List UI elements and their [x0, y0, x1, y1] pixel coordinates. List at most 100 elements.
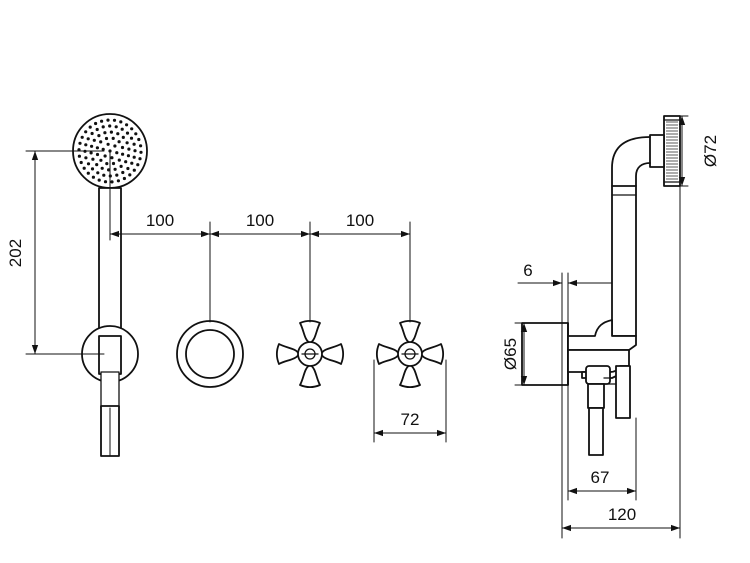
spray-nozzle [120, 127, 124, 131]
spray-nozzle [91, 175, 95, 179]
spray-nozzle [132, 142, 136, 146]
spray-nozzle [77, 148, 81, 152]
spray-nozzle [101, 147, 105, 151]
spray-nozzle [116, 179, 120, 183]
spray-nozzle [84, 156, 88, 160]
spray-nozzle [82, 166, 86, 170]
shower-neck [611, 136, 651, 337]
spray-nozzle [86, 137, 90, 141]
spray-nozzle [99, 158, 103, 162]
dimension-label: 100 [146, 211, 174, 230]
spray-nozzle [113, 144, 117, 148]
spray-nozzle [124, 160, 128, 164]
spray-nozzle [136, 163, 140, 167]
spray-nozzle [125, 141, 129, 145]
spray-nozzle [119, 164, 123, 168]
spray-nozzle [103, 180, 108, 184]
spray-nozzle [126, 166, 130, 171]
spray-nozzle [138, 157, 142, 161]
spray-nozzle [95, 152, 100, 157]
dimension-d65: Ø65 [501, 322, 535, 386]
dimension-depth: 67 120 [561, 185, 681, 539]
spray-nozzle [132, 168, 136, 172]
spray-nozzle [94, 121, 98, 126]
spray-nozzle [121, 135, 125, 139]
spray-nozzle [105, 162, 109, 166]
spray-nozzle [86, 171, 90, 175]
spray-nozzle [129, 136, 134, 140]
spray-nozzle [90, 167, 95, 171]
spray-nozzle [122, 176, 126, 181]
spray-nozzle [104, 136, 109, 141]
spray-nozzle [121, 170, 125, 175]
spray-nozzle [130, 127, 134, 131]
shower-head-side [649, 115, 681, 187]
spray-nozzle [99, 140, 103, 144]
spray-nozzle [103, 154, 107, 158]
spray-nozzle [119, 120, 123, 124]
spray-nozzle [121, 152, 125, 156]
dimension-label: 202 [6, 239, 25, 267]
spray-nozzle [139, 150, 143, 154]
spray-nozzle [80, 135, 84, 139]
spray-nozzle [109, 130, 113, 134]
spray-nozzle [117, 158, 121, 162]
dimension-label: Ø72 [701, 135, 720, 167]
spray-nozzle [108, 124, 112, 128]
spray-nozzle [132, 155, 136, 159]
spray-nozzle [111, 161, 116, 166]
spray-nozzle [115, 173, 119, 177]
wall-plate-side [521, 322, 569, 386]
spray-nozzle [95, 127, 99, 132]
spray-nozzle [107, 168, 111, 172]
spray-nozzle [125, 123, 129, 127]
dimension-label: 120 [608, 505, 636, 524]
spray-nozzle [139, 144, 143, 148]
spray-nozzle [125, 131, 130, 135]
spray-nozzle [115, 151, 119, 155]
spray-nozzle [110, 156, 114, 160]
spray-nozzle [111, 136, 115, 140]
spray-nozzle [92, 138, 96, 142]
spray-nozzle [97, 134, 101, 138]
mixer-body-side [567, 319, 637, 456]
spray-nozzle [90, 144, 94, 148]
spray-nozzle [77, 154, 81, 158]
spray-nozzle [116, 132, 120, 136]
spray-nozzle [78, 141, 82, 145]
wall-bracket [81, 325, 139, 409]
spray-nozzle [106, 118, 110, 122]
dimension-label: 72 [401, 410, 420, 429]
spray-nozzle [86, 162, 91, 166]
spray-nozzle [113, 167, 117, 171]
spray-nozzle [84, 143, 88, 147]
spray-nozzle [120, 145, 125, 150]
center-lines [109, 150, 411, 323]
spray-nozzle [133, 149, 137, 153]
spray-nozzle [103, 131, 107, 135]
spray-nozzle [100, 166, 104, 170]
dimension-label: Ø65 [501, 338, 520, 370]
spray-nozzle [96, 171, 100, 175]
spray-nozzle [114, 125, 118, 129]
spray-nozzle [127, 147, 131, 151]
spray-nozzle [89, 151, 93, 155]
cross-handle-right [375, 319, 445, 389]
spray-nozzle [130, 161, 134, 165]
spray-nozzle [100, 119, 104, 123]
diverter-knob [176, 320, 244, 388]
dimension-d72: Ø72 [671, 115, 720, 187]
spray-nozzle [110, 180, 114, 184]
spray-nozzle [112, 118, 117, 122]
spray-nozzle [128, 173, 132, 177]
dimension-label: 100 [346, 211, 374, 230]
spray-nozzle [91, 157, 95, 161]
dimension-label: 6 [523, 261, 532, 280]
dimension-72: 72 [373, 359, 447, 443]
dimension-label: 100 [246, 211, 274, 230]
dimension-6: 6 [517, 261, 613, 324]
dimension-label: 67 [591, 468, 610, 487]
spray-nozzle [88, 125, 92, 129]
